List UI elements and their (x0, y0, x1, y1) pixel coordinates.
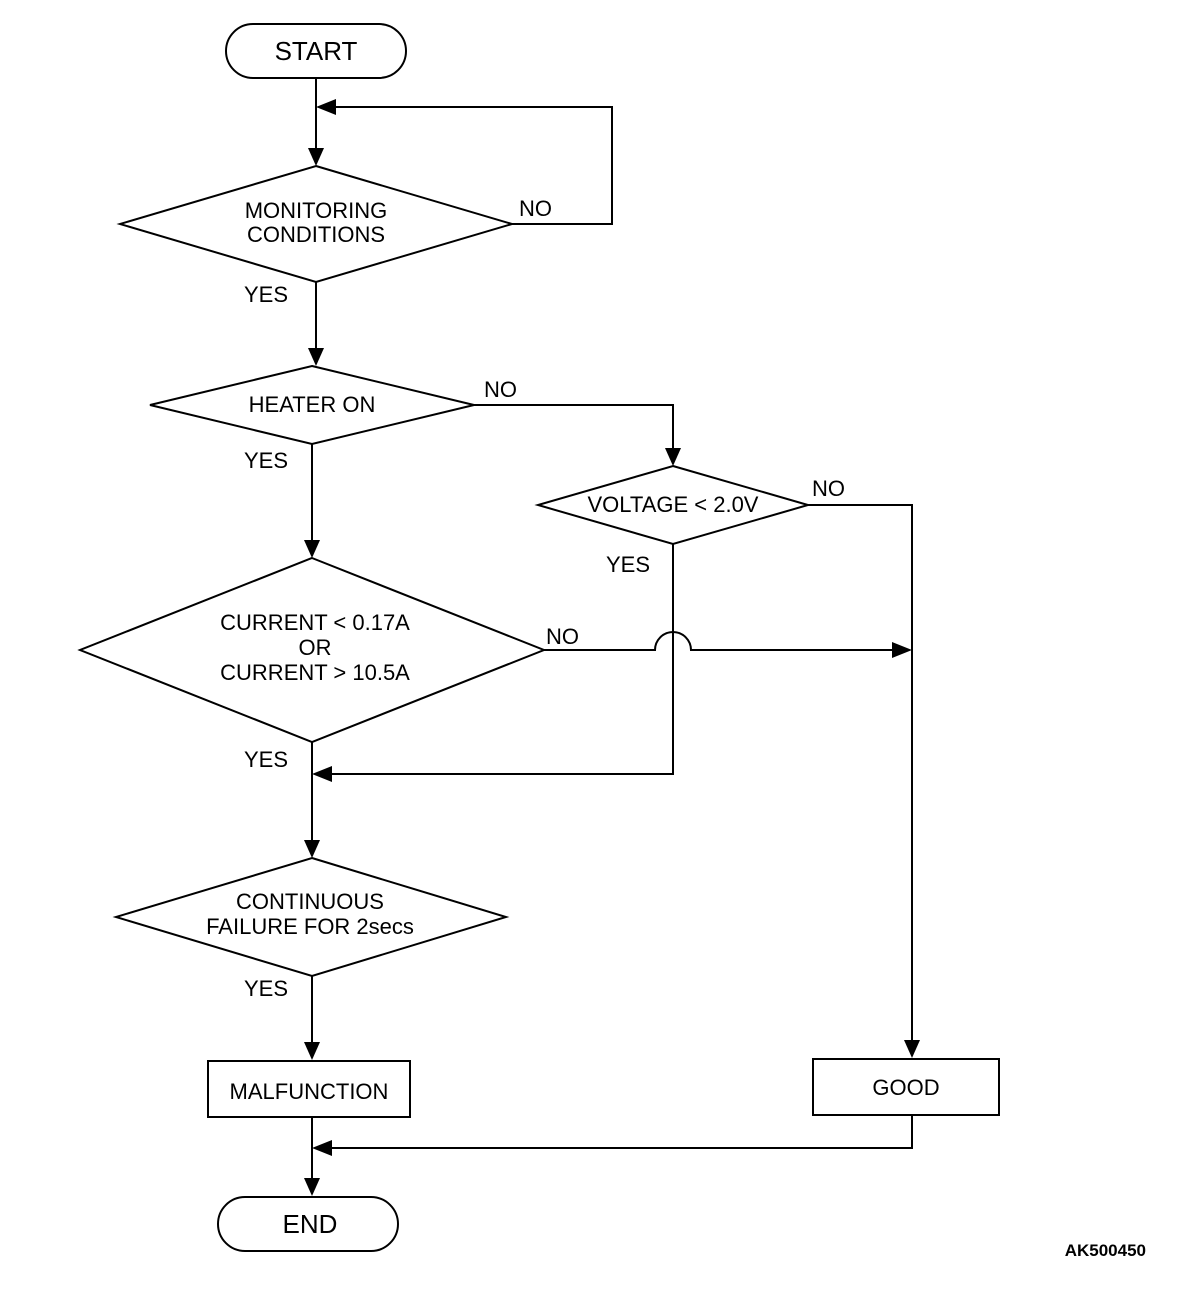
voltage-label: VOLTAGE < 2.0V (588, 492, 759, 517)
continuous-yes-label: YES (244, 976, 288, 1001)
connector-heater-no-voltage (474, 404, 674, 450)
continuous-label-line1: CONTINUOUS (236, 889, 384, 914)
voltage-yes-label: YES (606, 552, 650, 577)
current-label-line3: CURRENT > 10.5A (220, 660, 410, 685)
arrowhead (308, 348, 324, 366)
end-terminal (217, 1196, 399, 1252)
connector-current-no-good (544, 631, 894, 651)
arrowhead (312, 1140, 332, 1156)
malfunction-box (207, 1060, 411, 1118)
monitoring-yes-label: YES (244, 282, 288, 307)
start-label: START (275, 36, 358, 66)
arrowhead (304, 540, 320, 558)
connector-voltage-no-good (808, 504, 913, 1042)
arrowhead (308, 148, 324, 166)
continuous-label-line2: FAILURE FOR 2secs (206, 914, 414, 939)
arrowhead (304, 840, 320, 858)
monitoring-no-label: NO (519, 196, 552, 221)
monitoring-label-line2: CONDITIONS (247, 222, 385, 247)
malfunction-label: MALFUNCTION (230, 1079, 389, 1104)
arrowhead (892, 642, 912, 658)
good-label: GOOD (872, 1075, 939, 1100)
arrowhead (904, 1040, 920, 1058)
heater-yes-label: YES (244, 448, 288, 473)
arrowhead (665, 448, 681, 466)
connector-voltage-yes-join (330, 544, 674, 775)
end-label: END (283, 1209, 338, 1239)
arrowhead (312, 766, 332, 782)
good-box (812, 1058, 1000, 1116)
current-yes-label: YES (244, 747, 288, 772)
arrowhead (304, 1042, 320, 1060)
current-label-line1: CURRENT < 0.17A (220, 610, 410, 635)
heater-no-label: NO (484, 377, 517, 402)
arrowhead (304, 1178, 320, 1196)
connector-monitoring-no-loop (334, 106, 613, 225)
arrowhead (316, 99, 336, 115)
figure-code: AK500450 (1065, 1241, 1146, 1260)
monitoring-label-line1: MONITORING (245, 198, 388, 223)
connector-good-end (330, 1115, 913, 1149)
current-label-line2: OR (299, 635, 332, 660)
current-no-label: NO (546, 624, 579, 649)
voltage-no-label: NO (812, 476, 845, 501)
heater-label: HEATER ON (249, 392, 376, 417)
